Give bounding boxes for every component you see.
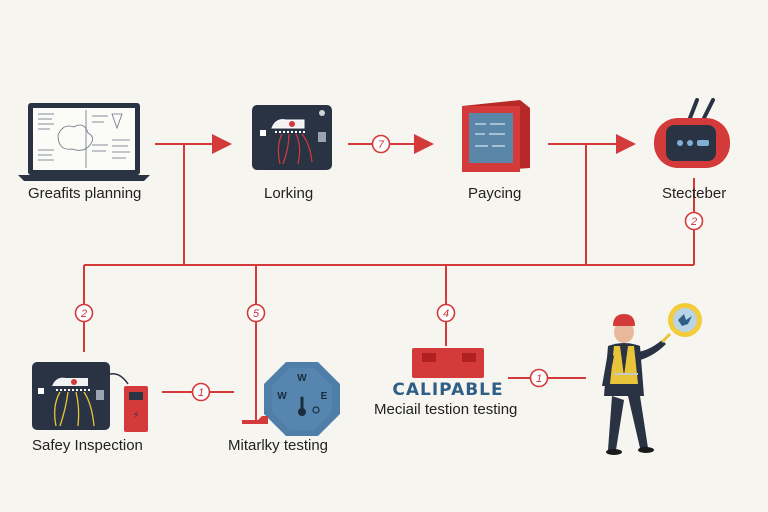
step-label-safety-inspection: Safey Inspection [32,437,143,454]
svg-text:2: 2 [80,308,87,320]
worker-icon [602,303,702,455]
inspection-panel-icon: ⚡ [32,362,148,432]
svg-text:1: 1 [536,373,542,385]
badge-4: 5 [246,303,266,323]
svg-text:⚡: ⚡ [133,411,139,421]
monitor-box-icon [462,100,530,172]
badge-1: 7 [371,134,391,154]
badge-3: 2 [74,303,94,323]
step-label-graphics-planning: Greafits planning [28,185,142,202]
test-device-icon [412,348,484,378]
laptop-icon [18,103,150,181]
step-label-paycing: Paycing [468,185,522,202]
svg-text:W: W [297,373,307,384]
badge-2: 2 [684,211,704,231]
step-label-stecteber: Stecteber [662,185,727,202]
svg-text:5: 5 [253,308,260,320]
control-panel-icon [252,105,332,170]
svg-text:7: 7 [378,139,385,151]
connector-lines [83,134,695,420]
detector-device-icon [654,98,730,168]
svg-text:1: 1 [198,387,204,399]
svg-text:2: 2 [690,216,697,228]
badge-7: 1 [529,368,549,388]
step-label-meciail-testing: Meciail testion testing [374,401,518,418]
calipable-label: CALIPABLE [392,380,503,400]
svg-text:W: W [277,391,287,402]
badge-5: 4 [436,303,456,323]
step-label-mitarlky-testing: Mitarlky testing [228,437,329,454]
gauge-icon: W W E [242,362,340,436]
badge-6: 1 [191,382,211,402]
step-label-lorking: Lorking [264,185,314,202]
svg-text:E: E [321,391,328,402]
svg-text:4: 4 [443,308,449,320]
